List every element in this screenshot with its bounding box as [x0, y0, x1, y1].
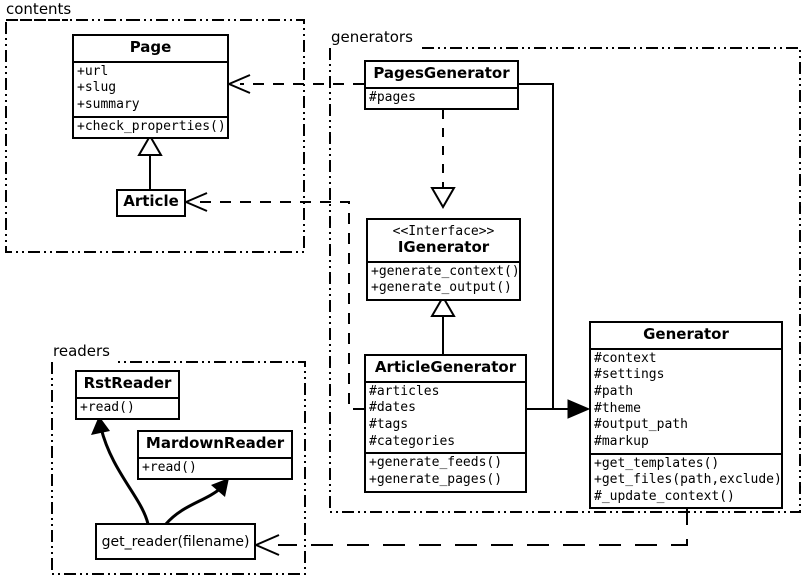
method-generate-pages: +generate_pages() [369, 471, 503, 487]
dependency-arrowhead-get-reader [255, 534, 280, 556]
attribute-articles: #articles [369, 383, 440, 399]
attribute-slug: +slug [77, 80, 117, 96]
edge-get-reader-to-rstreader [99, 426, 150, 526]
method-read-mardown: +read() [142, 459, 197, 475]
method-generate-output: +generate_output() [371, 280, 512, 296]
package-frame-readers [51, 361, 306, 575]
class-box-article-generator[interactable]: ArticleGenerator #articles #dates #tags … [364, 354, 527, 493]
attribute-pages: #pages [369, 89, 416, 105]
dependency-arrowhead-article [185, 192, 208, 212]
attribute-tags: #tags [369, 417, 409, 432]
class-box-rst-reader[interactable]: RstReader +read() [75, 370, 180, 421]
realization-arrowhead-igenerator-top [430, 187, 456, 209]
package-label-contents: contents [6, 0, 72, 18]
class-box-page[interactable]: Page +url +slug +summary +check_properti… [72, 34, 229, 140]
package-label-generators: generators [331, 28, 413, 46]
class-name-pages-generator: PagesGenerator [373, 64, 510, 82]
attribute-dates: #dates [369, 400, 416, 416]
method-get-templates: +get_templates() [594, 455, 720, 471]
class-methods-article-generator: +generate_feeds() +generate_pages() [366, 452, 525, 490]
dependency-arrowhead-page [228, 74, 251, 94]
class-box-generator[interactable]: Generator #context #settings #path #them… [589, 321, 783, 510]
generalization-arrowhead-page [137, 134, 163, 156]
class-box-igenerator[interactable]: <<Interface>> IGenerator +generate_conte… [366, 218, 521, 301]
class-header-igenerator: <<Interface>> IGenerator [368, 220, 519, 261]
class-methods-mardown-reader: +read() [139, 456, 291, 479]
attribute-url: +url [77, 63, 109, 79]
class-attributes-generator: #context #settings #path #theme #output_… [591, 347, 781, 453]
class-attributes-page: +url +slug +summary [74, 60, 227, 116]
class-box-article[interactable]: Article [116, 189, 186, 217]
function-name-get-reader: get_reader(filename) [101, 533, 250, 550]
attribute-markup: #markup [594, 433, 649, 449]
class-name-page: Page [129, 38, 172, 56]
attribute-settings: #settings [594, 367, 665, 383]
class-methods-generator: +get_templates() +get_files(path,exclude… [591, 452, 782, 508]
attribute-summary: +summary [77, 97, 140, 112]
class-name-article: Article [123, 192, 179, 210]
class-name-generator: Generator [643, 325, 729, 343]
class-box-pages-generator[interactable]: PagesGenerator #pages [364, 60, 519, 111]
package-frame-contents [5, 19, 305, 253]
method-generate-context: +generate_context() [371, 263, 520, 279]
arrowhead-rstreader [91, 416, 110, 435]
class-attributes-article-generator: #articles #dates #tags #categories [366, 380, 525, 453]
package-label-readers: readers [53, 342, 110, 360]
class-attributes-pages-generator: #pages [366, 86, 517, 109]
attribute-output-path: #output_path [594, 417, 688, 433]
method-get-files: +get_files(path,exclude) [594, 472, 782, 488]
method-update-context: #_update_context() [594, 488, 735, 504]
attribute-context: #context [594, 350, 657, 366]
arrowhead-mardownreader [211, 478, 229, 497]
package-frame-generators [329, 47, 801, 513]
function-box-get-reader[interactable]: get_reader(filename) [95, 523, 256, 560]
attribute-theme: #theme [594, 400, 641, 416]
class-stereotype-igenerator: <<Interface>> [392, 224, 495, 239]
class-name-article-generator: ArticleGenerator [374, 358, 517, 376]
association-arrowhead-generator [567, 399, 591, 419]
class-box-mardown-reader[interactable]: MardownReader +read() [137, 430, 293, 481]
class-name-rst-reader: RstReader [83, 374, 172, 392]
attribute-categories: #categories [369, 433, 456, 449]
class-methods-rst-reader: +read() [77, 396, 178, 419]
generalization-arrowhead-igenerator-bottom [430, 295, 456, 317]
class-name-mardown-reader: MardownReader [145, 434, 285, 452]
class-name-igenerator: IGenerator [397, 237, 490, 256]
edge-pagesgenerator-to-generator [519, 83, 578, 410]
method-read-rst: +read() [80, 399, 135, 415]
attribute-path: #path [594, 384, 634, 399]
edge-generator-to-get-reader [278, 503, 688, 546]
method-check-properties: +check_properties() [77, 118, 226, 134]
edge-articlegenerator-to-article [197, 201, 364, 410]
class-methods-page: +check_properties() [74, 115, 227, 138]
method-generate-feeds: +generate_feeds() [369, 455, 503, 471]
edge-get-reader-to-mardownreader [164, 486, 223, 526]
class-methods-igenerator: +generate_context() +generate_output() [368, 260, 520, 299]
